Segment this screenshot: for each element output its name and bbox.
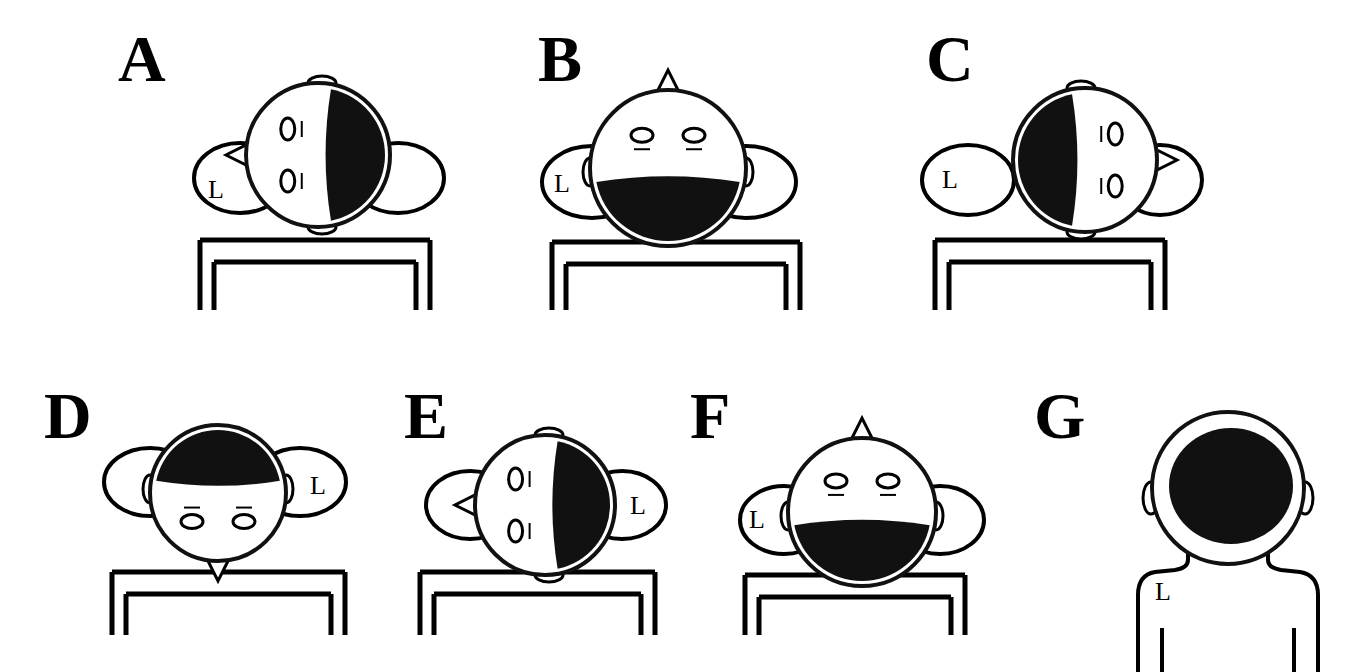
position-panel: DL xyxy=(100,395,352,640)
table-symbol xyxy=(552,242,800,310)
head-figure xyxy=(226,76,390,234)
hair-shading xyxy=(1169,428,1293,544)
head-outline xyxy=(1152,412,1304,564)
brow-mark xyxy=(529,471,531,487)
head-outline xyxy=(788,438,936,586)
step-letter: C xyxy=(926,26,974,92)
hair-shading xyxy=(794,520,929,581)
eye-symbol xyxy=(281,170,295,192)
side-marker: L xyxy=(208,177,224,203)
step-letter: G xyxy=(1034,383,1085,449)
hair-shading xyxy=(326,89,385,220)
side-marker: L xyxy=(942,167,958,193)
brow-mark xyxy=(1100,126,1102,142)
table-symbol xyxy=(420,572,655,635)
head-outline xyxy=(1013,88,1157,232)
head-outline xyxy=(246,83,390,227)
eye-symbol xyxy=(509,520,523,542)
brow-mark xyxy=(1100,178,1102,194)
table-symbol xyxy=(935,240,1165,310)
table-symbol xyxy=(200,240,430,310)
eye-symbol xyxy=(181,515,203,529)
table-symbol xyxy=(112,572,345,635)
step-letter: B xyxy=(538,26,582,92)
head-figure xyxy=(455,428,615,582)
brow-mark xyxy=(634,148,650,150)
head-figure xyxy=(781,418,943,586)
shoulder-outline xyxy=(922,145,1014,215)
eye-symbol xyxy=(825,474,847,488)
brow-mark xyxy=(880,494,896,496)
step-letter: F xyxy=(690,383,730,449)
head-outline xyxy=(590,90,746,246)
brow-mark xyxy=(184,507,200,509)
brow-mark xyxy=(529,523,531,539)
side-marker: L xyxy=(1155,579,1171,605)
head-figure xyxy=(583,70,753,246)
step-letter: D xyxy=(44,383,92,449)
hair-shading xyxy=(552,441,610,569)
eye-symbol xyxy=(281,118,295,140)
head-figure xyxy=(143,425,293,581)
brow-mark xyxy=(236,507,252,509)
position-panel: BL xyxy=(530,40,820,315)
side-marker: L xyxy=(310,473,326,499)
hair-shading xyxy=(1018,94,1077,225)
head-illustration xyxy=(195,40,455,315)
head-figure xyxy=(1013,81,1177,239)
side-marker: L xyxy=(749,507,765,533)
eye-symbol xyxy=(509,468,523,490)
hair-shading xyxy=(156,430,280,486)
side-marker: L xyxy=(630,493,646,519)
side-marker: L xyxy=(554,171,570,197)
position-panel: CL xyxy=(915,40,1210,315)
eye-symbol xyxy=(1108,123,1122,145)
position-panel: EL xyxy=(412,395,670,640)
brow-mark xyxy=(828,494,844,496)
head-outline xyxy=(150,425,286,561)
position-panel: AL xyxy=(195,40,455,315)
eye-symbol xyxy=(631,128,653,142)
eye-symbol xyxy=(233,515,255,529)
step-letter: A xyxy=(118,26,166,92)
head-illustration xyxy=(100,395,352,640)
eye-symbol xyxy=(683,128,705,142)
eye-symbol xyxy=(877,474,899,488)
brow-mark xyxy=(301,173,303,189)
brow-mark xyxy=(686,148,702,150)
position-panel: FL xyxy=(735,395,975,640)
hair-shading xyxy=(596,176,739,241)
step-letter: E xyxy=(404,383,448,449)
brow-mark xyxy=(301,121,303,137)
position-panel: GL xyxy=(1032,385,1330,672)
head-outline xyxy=(475,435,615,575)
head-illustration xyxy=(735,395,975,640)
eye-symbol xyxy=(1108,175,1122,197)
